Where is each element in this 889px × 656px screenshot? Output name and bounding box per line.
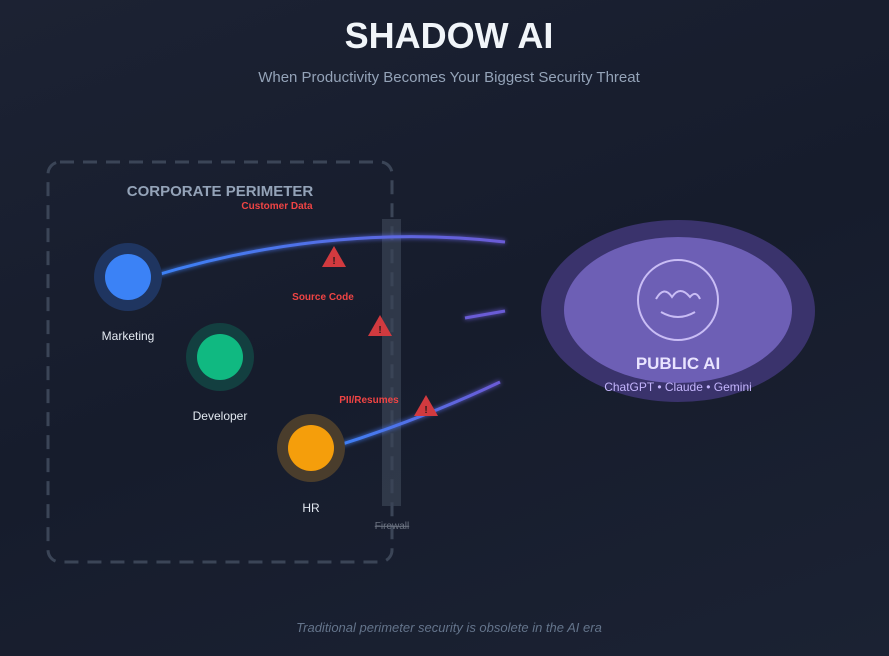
developer-node[interactable] (197, 334, 243, 380)
public-ai-services: ChatGPT • Claude • Gemini (604, 380, 752, 394)
warning-icon: ! (414, 395, 438, 416)
footer-caption: Traditional perimeter security is obsole… (296, 620, 602, 635)
user-hr[interactable]: HR (277, 414, 345, 515)
warning-icon: ! (368, 315, 392, 336)
flow-developer (464, 309, 506, 320)
developer-label: Developer (193, 409, 248, 423)
svg-text:!: ! (332, 256, 335, 267)
hr-label: HR (302, 501, 320, 515)
user-developer[interactable]: Developer (186, 323, 254, 423)
page-title: SHADOW AI (345, 15, 554, 56)
leak-label: Source Code (292, 292, 354, 303)
warning-icon: ! (322, 246, 346, 267)
firewall-label: Firewall (375, 521, 409, 532)
marketing-label: Marketing (102, 329, 155, 343)
hr-node[interactable] (288, 425, 334, 471)
flow-marketing (149, 235, 506, 279)
leak-label: PII/Resumes (339, 395, 399, 406)
leak-pii-resumes: PII/Resumes ! (339, 395, 438, 416)
ai-face-icon (637, 259, 719, 341)
leak-source-code: Source Code ! (292, 292, 392, 336)
corporate-perimeter: CORPORATE PERIMETER (46, 160, 394, 564)
svg-text:!: ! (378, 325, 381, 336)
public-ai-title: PUBLIC AI (636, 354, 720, 373)
leak-customer-data: Customer Data ! (241, 201, 346, 267)
leak-label: Customer Data (241, 201, 313, 212)
page-subtitle: When Productivity Becomes Your Biggest S… (258, 69, 640, 86)
public-ai[interactable]: PUBLIC AI ChatGPT • Claude • Gemini (541, 220, 815, 402)
perimeter-label: CORPORATE PERIMETER (127, 183, 314, 200)
user-marketing[interactable]: Marketing (94, 243, 162, 343)
data-flows (149, 235, 506, 450)
flow-hr (329, 380, 501, 450)
svg-text:!: ! (424, 405, 427, 416)
firewall-bar (382, 219, 401, 506)
firewall: Firewall (375, 219, 409, 532)
public-ai-node[interactable] (564, 237, 792, 383)
marketing-node[interactable] (105, 254, 151, 300)
